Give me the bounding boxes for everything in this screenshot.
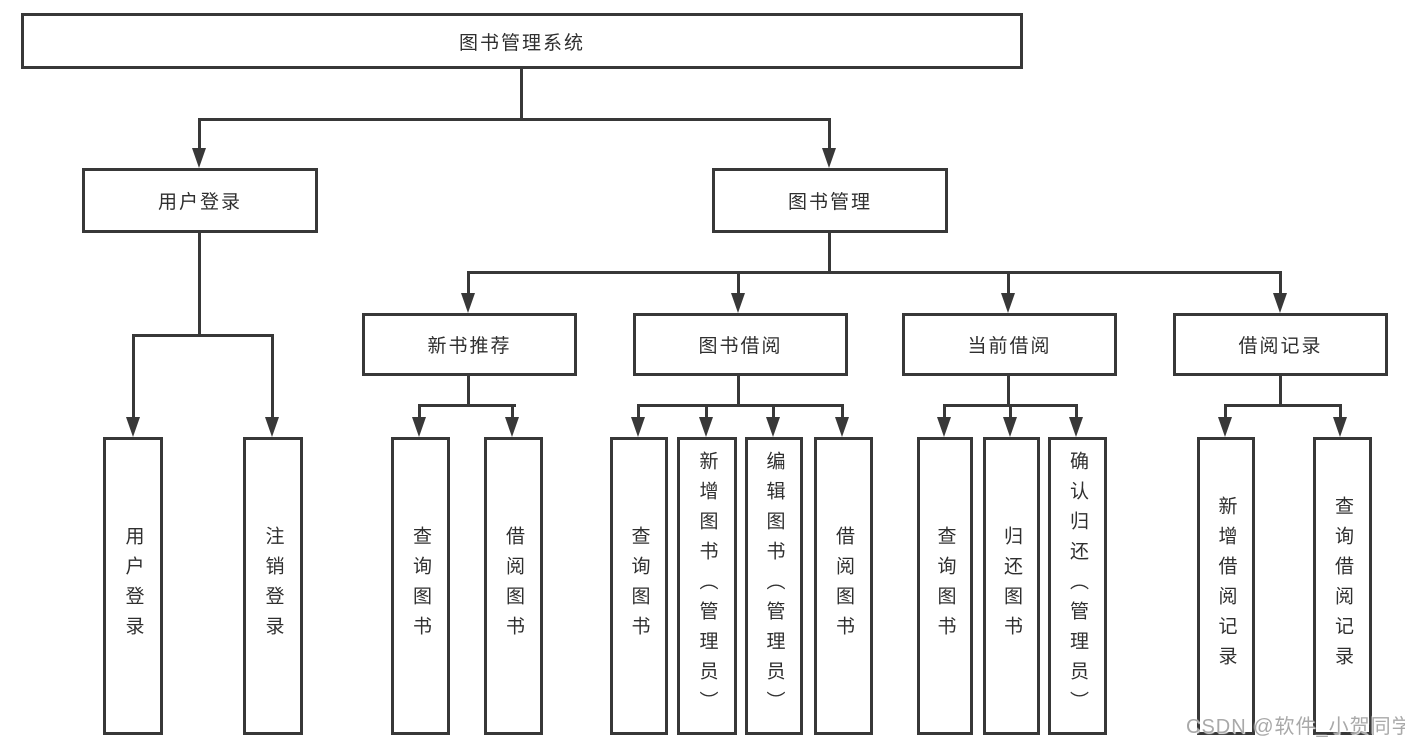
connector-line (1224, 404, 1227, 417)
leaf-label: 编辑图书（管理员） (763, 451, 785, 721)
connector-line (737, 271, 740, 294)
connector-line (467, 271, 470, 294)
connector-line (1007, 271, 1010, 294)
arrow-head (631, 417, 645, 437)
connector-line (737, 376, 740, 407)
connector-line (1009, 404, 1012, 417)
arrow-head (1333, 417, 1347, 437)
connector-line (467, 271, 1282, 274)
leaf-label: 新增图书（管理员） (696, 451, 718, 721)
node-label: 借阅记录 (1238, 336, 1323, 357)
connector-line (943, 404, 946, 417)
connector-line (705, 404, 708, 417)
leaf-query-books-current: 查询图书 (917, 437, 973, 735)
connector-line (198, 118, 831, 121)
leaf-borrow-books: 借阅图书 (814, 437, 873, 735)
leaf-label: 查询图书 (628, 526, 650, 646)
connector-line (511, 404, 514, 417)
connector-line (132, 334, 135, 417)
leaf-label: 确认归还（管理员） (1067, 451, 1088, 721)
connector-line (772, 404, 775, 417)
connector-line (637, 404, 640, 417)
node-label: 图书借阅 (698, 336, 783, 357)
node-label: 当前借阅 (967, 336, 1052, 357)
connector-line (1279, 271, 1282, 294)
connector-line (828, 233, 831, 274)
arrow-head (699, 417, 713, 437)
arrow-head (1273, 293, 1287, 313)
leaf-borrow-books-recommend: 借阅图书 (484, 437, 543, 735)
leaf-edit-book-admin: 编辑图书（管理员） (745, 437, 803, 735)
leaf-label: 借阅图书 (503, 526, 524, 646)
connector-line (271, 334, 274, 417)
connector-line (637, 404, 844, 407)
arrow-head (1001, 293, 1015, 313)
connector-line (1339, 404, 1342, 417)
leaf-label: 注销登录 (262, 526, 284, 646)
arrow-head (412, 417, 426, 437)
node-new-book-recommend: 新书推荐 (362, 313, 577, 376)
leaf-label: 查询图书 (410, 526, 431, 646)
connector-line (418, 404, 421, 417)
arrow-head (1069, 417, 1083, 437)
arrow-head (265, 417, 279, 437)
arrow-head (1218, 417, 1232, 437)
leaf-label: 用户登录 (122, 526, 144, 646)
connector-line (1224, 404, 1342, 407)
arrow-head (937, 417, 951, 437)
leaf-query-books-recommend: 查询图书 (391, 437, 450, 735)
arrow-head (822, 148, 836, 168)
node-book-management: 图书管理 (712, 168, 948, 233)
connector-line (1007, 376, 1010, 407)
node-label: 图书管理系统 (458, 32, 585, 54)
leaf-user-login: 用户登录 (103, 437, 163, 735)
connector-line (467, 376, 470, 407)
arrow-head (126, 417, 140, 437)
leaf-query-books-borrow: 查询图书 (610, 437, 668, 735)
leaf-label: 查询图书 (934, 526, 956, 646)
node-borrow-records: 借阅记录 (1173, 313, 1388, 376)
node-library-management-system: 图书管理系统 (21, 13, 1023, 69)
arrow-head (505, 417, 519, 437)
leaf-label: 归还图书 (1001, 526, 1022, 646)
node-book-borrow: 图书借阅 (633, 313, 848, 376)
node-label: 图书管理 (787, 192, 872, 213)
leaf-logout: 注销登录 (243, 437, 303, 735)
connector-line (520, 69, 523, 120)
connector-line (418, 404, 516, 407)
connector-line (198, 233, 201, 337)
leaf-add-book-admin: 新增图书（管理员） (677, 437, 737, 735)
connector-line (1279, 376, 1282, 407)
connector-line (1075, 404, 1078, 417)
arrow-head (1003, 417, 1017, 437)
node-label: 用户登录 (157, 192, 242, 213)
csdn-watermark: CSDN @软件_小贺同学 (1186, 716, 1405, 738)
leaf-query-borrow-record: 查询借阅记录 (1313, 437, 1372, 735)
leaf-label: 查询借阅记录 (1332, 496, 1353, 676)
leaf-label: 新增借阅记录 (1215, 496, 1237, 676)
node-user-login: 用户登录 (82, 168, 318, 233)
connector-line (828, 118, 831, 150)
node-label: 新书推荐 (427, 336, 512, 357)
arrow-head (835, 417, 849, 437)
leaf-confirm-return-admin: 确认归还（管理员） (1048, 437, 1107, 735)
leaf-label: 借阅图书 (833, 526, 854, 646)
connector-line (132, 334, 274, 337)
arrow-head (461, 293, 475, 313)
node-current-borrow: 当前借阅 (902, 313, 1117, 376)
arrow-head (731, 293, 745, 313)
arrow-head (766, 417, 780, 437)
arrow-head (192, 148, 206, 168)
connector-line (198, 118, 201, 150)
connector-line (841, 404, 844, 417)
leaf-return-book: 归还图书 (983, 437, 1040, 735)
leaf-add-borrow-record: 新增借阅记录 (1197, 437, 1255, 735)
